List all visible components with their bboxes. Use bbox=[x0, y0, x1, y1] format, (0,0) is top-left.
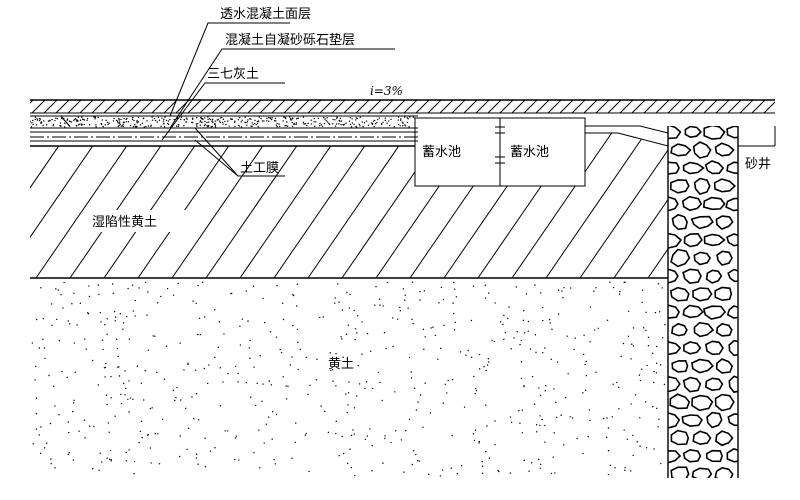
label-reservoir-right: 蓄水池 bbox=[510, 145, 549, 160]
label-gravel-cushion: 混凝土自凝砂砾石垫层 bbox=[225, 32, 355, 48]
sand-well-stones bbox=[668, 126, 738, 478]
label-geomembrane: 土工膜 bbox=[240, 161, 279, 176]
reservoir-box bbox=[414, 117, 586, 187]
label-loess: 黄土 bbox=[328, 357, 354, 372]
label-backing bbox=[85, 210, 185, 232]
label-slope: i=3% bbox=[370, 84, 403, 98]
label-reservoir-left: 蓄水池 bbox=[422, 145, 461, 160]
slope-wedge bbox=[584, 125, 669, 147]
label-permeable-concrete: 透水混凝土面层 bbox=[220, 6, 311, 22]
lime-soil-layer bbox=[30, 131, 418, 147]
loess-dots bbox=[31, 281, 666, 477]
leader-lines bbox=[161, 22, 395, 177]
label-collapsible-loess: 湿陷性黄土 bbox=[92, 215, 157, 230]
label-sand-well: 砂井 bbox=[745, 157, 771, 172]
label-lime-soil: 三七灰土 bbox=[207, 67, 259, 82]
surface-hatch bbox=[30, 100, 775, 113]
gravel-layer-dots bbox=[30, 116, 416, 128]
